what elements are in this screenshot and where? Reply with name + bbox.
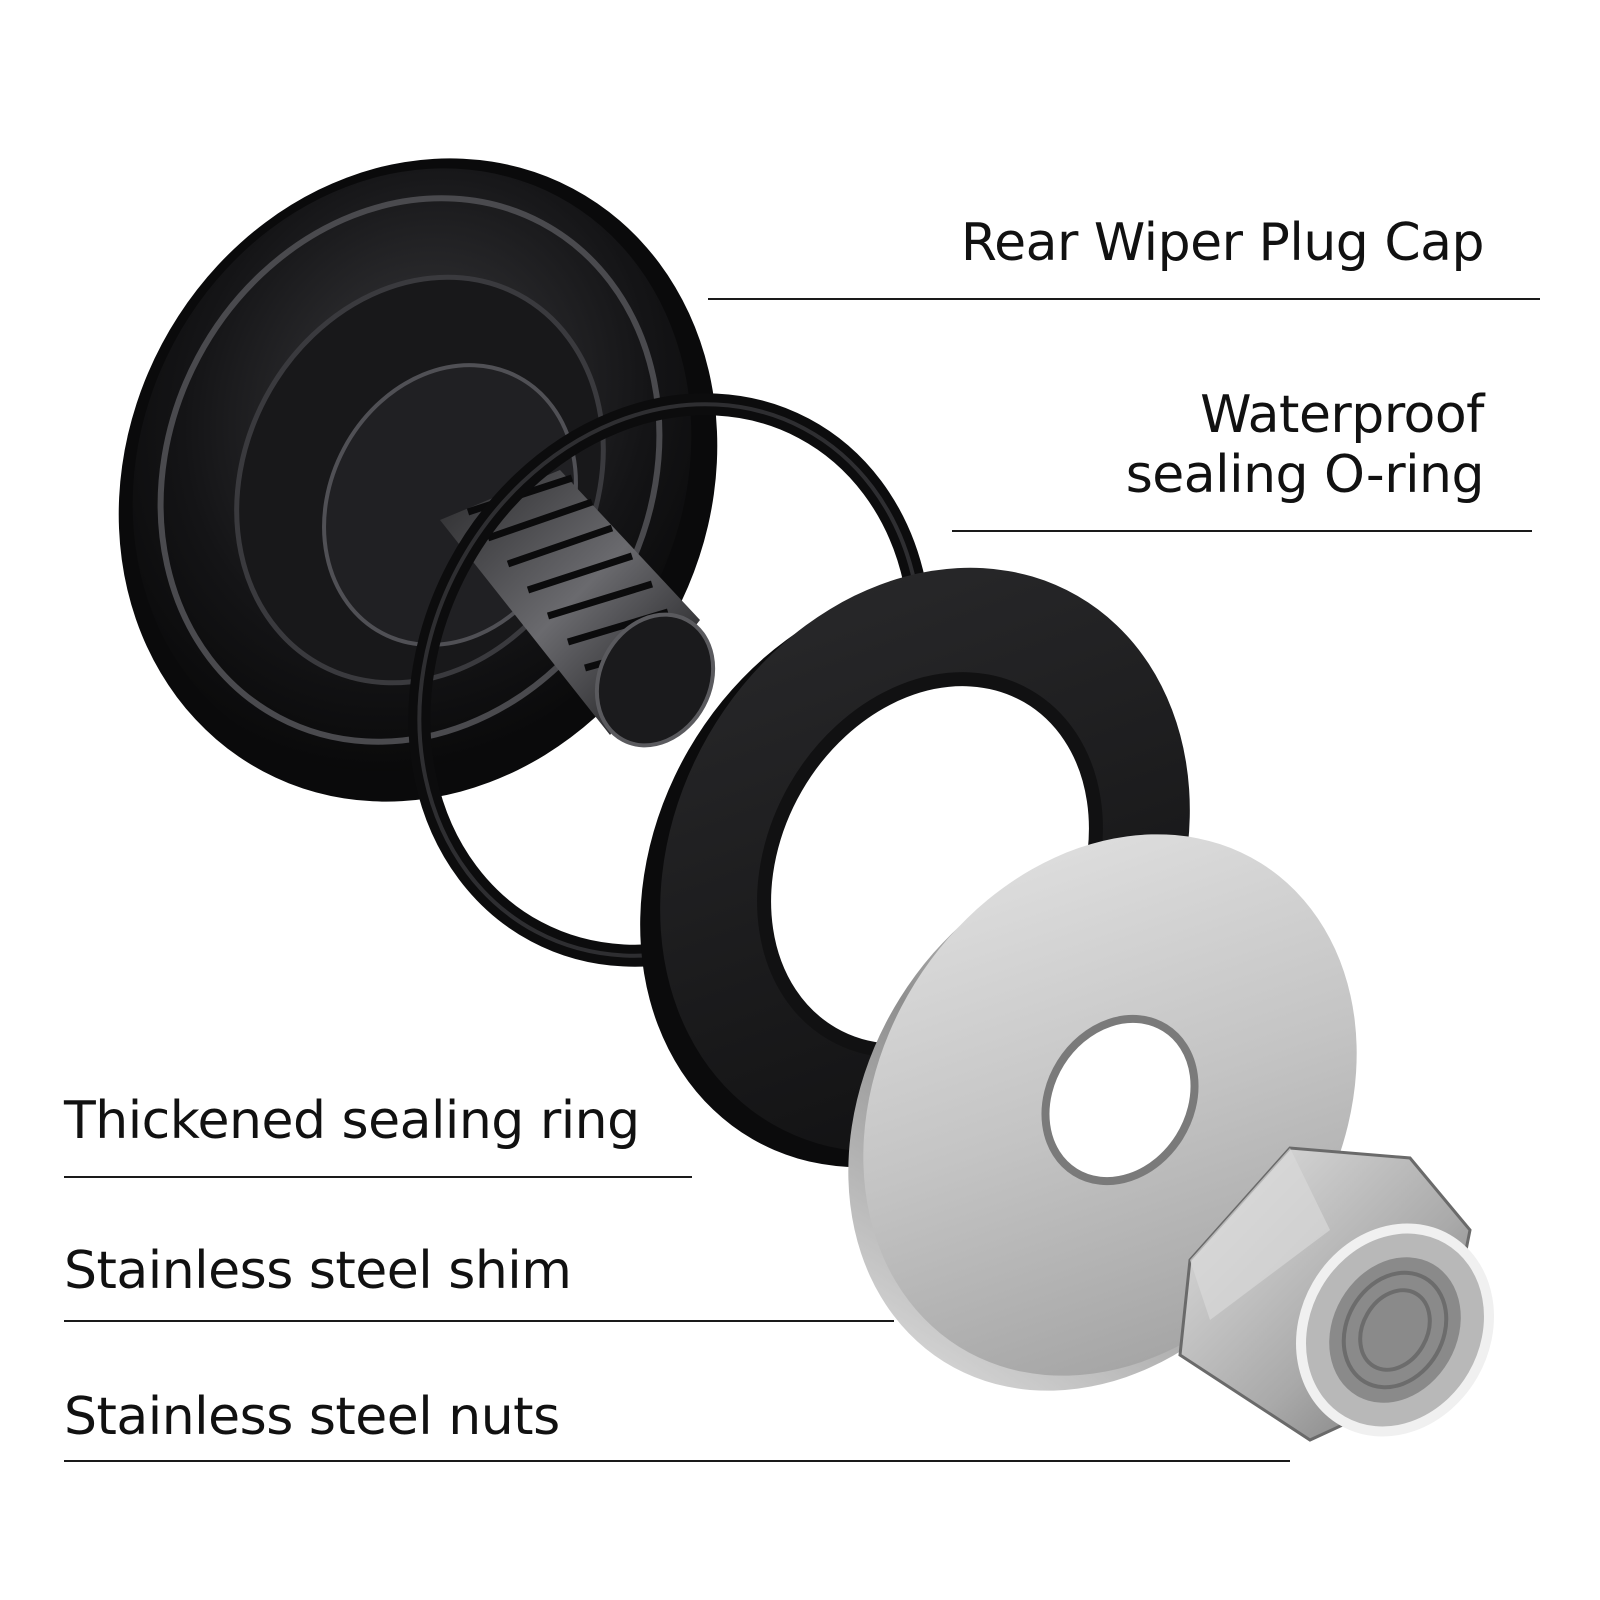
threaded-stud-part [440, 470, 716, 748]
leader-line-shim [64, 1320, 894, 1322]
leader-line-nuts [64, 1460, 1290, 1462]
label-stainless-steel-nuts: Stainless steel nuts [64, 1387, 560, 1447]
leader-line-oring [952, 530, 1532, 532]
label-stainless-steel-shim: Stainless steel shim [64, 1241, 572, 1301]
steel-nut-part [1178, 1146, 1494, 1442]
label-thickened-sealing-ring: Thickened sealing ring [64, 1091, 640, 1151]
label-rear-wiper-plug-cap: Rear Wiper Plug Cap [960, 213, 1485, 273]
leader-line-thick-ring [64, 1176, 692, 1178]
label-oring-line1: Waterproof [1200, 385, 1484, 445]
leader-line-cap [708, 298, 1540, 300]
label-oring-line2: sealing O-ring [1125, 445, 1485, 505]
